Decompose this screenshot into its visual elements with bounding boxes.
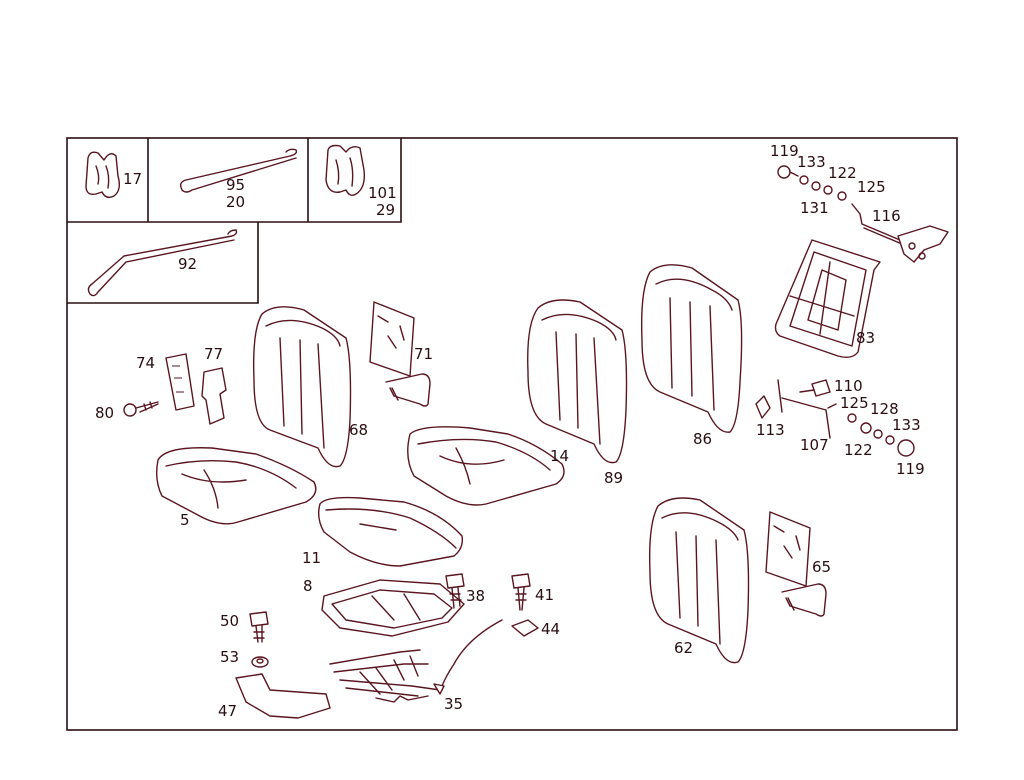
part-8-seat-tray[interactable]: [321, 579, 465, 637]
part-68-backrest[interactable]: [253, 306, 352, 468]
callout-116: 116: [872, 207, 901, 225]
callout-83: 83: [856, 329, 875, 347]
part-14-cushion[interactable]: [407, 426, 565, 506]
callout-107: 107: [800, 436, 829, 454]
callout-5: 5: [180, 511, 190, 529]
callout-133-top: 133: [797, 153, 826, 171]
callout-14: 14: [550, 447, 569, 465]
callout-35: 35: [444, 695, 463, 713]
callout-89: 89: [604, 469, 623, 487]
part-95-rod[interactable]: [179, 148, 298, 193]
callout-133-bottom: 133: [892, 416, 921, 434]
callout-80: 80: [95, 404, 114, 422]
part-110-screw[interactable]: [799, 379, 831, 397]
callout-20: 20: [226, 193, 245, 211]
callout-74: 74: [136, 354, 155, 372]
callout-119-bottom: 119: [896, 460, 925, 478]
part-89-backrest[interactable]: [527, 299, 628, 464]
part-80-screw[interactable]: [123, 401, 159, 417]
part-107-lever[interactable]: [777, 379, 837, 439]
callout-11: 11: [302, 549, 321, 567]
part-38-bolt[interactable]: [445, 573, 465, 609]
callout-119-top: 119: [770, 142, 799, 160]
callout-47: 47: [218, 702, 237, 720]
part-62-backrest[interactable]: [649, 497, 750, 664]
callout-122-bottom: 122: [844, 441, 873, 459]
part-74-plate[interactable]: [165, 353, 195, 411]
callout-77: 77: [204, 345, 223, 363]
callout-17: 17: [123, 170, 142, 188]
callout-101: 101: [368, 184, 397, 202]
part-17-clip[interactable]: [85, 151, 121, 199]
callout-125-top: 125: [857, 178, 886, 196]
part-71-frame[interactable]: [369, 301, 431, 407]
callout-29: 29: [376, 201, 395, 219]
callout-110: 110: [834, 377, 863, 395]
callout-71: 71: [414, 345, 433, 363]
part-77-plate[interactable]: [201, 367, 227, 425]
part-41-screw[interactable]: [511, 573, 531, 611]
part-35-seat-adjuster[interactable]: [329, 619, 503, 703]
callout-86: 86: [693, 430, 712, 448]
part-113-clip[interactable]: [755, 395, 771, 419]
callout-62: 62: [674, 639, 693, 657]
part-101-clip[interactable]: [325, 144, 366, 197]
callout-125-bottom: 125: [840, 394, 869, 412]
callout-131: 131: [800, 199, 829, 217]
part-47-cover[interactable]: [235, 673, 331, 719]
part-65-frame[interactable]: [765, 511, 827, 617]
callout-8: 8: [303, 577, 313, 595]
callout-44: 44: [541, 620, 560, 638]
callout-41: 41: [535, 586, 554, 604]
washer-stack-bottom[interactable]: [847, 413, 915, 457]
callout-38: 38: [466, 587, 485, 605]
part-53-washer[interactable]: [251, 656, 269, 668]
diagram-frame: [66, 137, 958, 731]
callout-95: 95: [226, 176, 245, 194]
part-11-foam[interactable]: [317, 496, 464, 567]
inset-boxes: [67, 138, 402, 304]
washer-stack-top[interactable]: [799, 175, 847, 201]
callout-113: 113: [756, 421, 785, 439]
part-44-nut[interactable]: [511, 619, 539, 637]
callout-128: 128: [870, 400, 899, 418]
part-86-backrest[interactable]: [641, 264, 743, 433]
part-83-backrest-frame[interactable]: [774, 239, 881, 359]
callout-122-top: 122: [828, 164, 857, 182]
part-92-rod[interactable]: [87, 229, 238, 297]
callout-68: 68: [349, 421, 368, 439]
part-5-cushion[interactable]: [155, 447, 317, 525]
callout-53: 53: [220, 648, 239, 666]
callout-50: 50: [220, 612, 239, 630]
callout-92: 92: [178, 255, 197, 273]
part-119-knob-top[interactable]: [777, 165, 799, 179]
part-50-bolt[interactable]: [249, 611, 269, 643]
callout-65: 65: [812, 558, 831, 576]
part-116-lever-assembly[interactable]: [851, 203, 949, 263]
